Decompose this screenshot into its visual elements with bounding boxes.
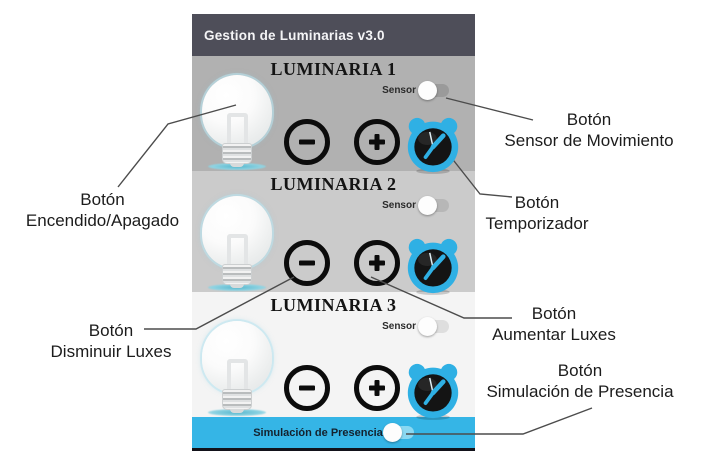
bulb-tip — [230, 163, 244, 167]
sensor-label: Sensor — [382, 85, 416, 96]
sensor-label: Sensor — [382, 200, 416, 211]
minus-icon — [299, 385, 315, 391]
power-toggle-button-1[interactable] — [200, 75, 274, 170]
bulb-screw-base — [222, 264, 252, 285]
minus-icon — [299, 139, 315, 145]
callout-aumentar-luxes: Botón Aumentar Luxes — [492, 304, 616, 344]
luminaria-3-title: LUMINARIA 3 — [270, 295, 397, 315]
luminaria-3-section: LUMINARIA 3 Sensor — [192, 292, 475, 420]
luminaria-2-title: LUMINARIA 2 — [270, 174, 397, 194]
luminaria-1-section: LUMINARIA 1 Sensor — [192, 56, 475, 174]
lux-controls-1 — [284, 119, 400, 165]
luminaria-1-title: LUMINARIA 1 — [270, 59, 397, 79]
sensor-row-1: Sensor — [382, 81, 449, 100]
callout-temporizador: Botón Temporizador — [485, 193, 589, 233]
decrease-lux-button-2[interactable] — [284, 240, 330, 286]
power-toggle-button-2[interactable] — [200, 196, 274, 291]
app-header: Gestion de Luminarias v3.0 — [192, 14, 475, 56]
callout-simulacion-presencia: Botón Simulación de Presencia — [486, 361, 674, 401]
callout-disminuir-luxes: Botón Disminuir Luxes — [50, 321, 172, 361]
bulb-screw-base — [222, 143, 252, 164]
motion-sensor-toggle-1[interactable] — [418, 81, 449, 100]
alarm-clock-icon — [407, 238, 459, 295]
bulb-screw-base — [222, 389, 252, 410]
lux-controls-3 — [284, 365, 400, 411]
app-title: Gestion de Luminarias v3.0 — [204, 27, 385, 43]
presence-simulation-label: Simulación de Presencia — [253, 426, 383, 439]
sensor-label: Sensor — [382, 321, 416, 332]
timer-button-1[interactable] — [405, 115, 461, 175]
app-window: Gestion de Luminarias v3.0 LUMINARIA 1 S… — [192, 14, 475, 451]
sensor-row-2: Sensor — [382, 196, 449, 215]
bulb-tip — [230, 409, 244, 413]
sensor-row-3: Sensor — [382, 317, 449, 336]
decrease-lux-button-1[interactable] — [284, 119, 330, 165]
alarm-clock-icon — [407, 363, 459, 420]
toggle-switch-thumb — [418, 317, 437, 336]
bulb-tip — [230, 284, 244, 288]
power-toggle-button-3[interactable] — [200, 321, 274, 416]
toggle-switch-thumb — [382, 423, 402, 442]
luminaria-2-section: LUMINARIA 2 Sensor — [192, 171, 475, 295]
callout-sensor-movimiento: Botón Sensor de Movimiento — [504, 110, 674, 150]
increase-lux-button-1[interactable] — [354, 119, 400, 165]
motion-sensor-toggle-2[interactable] — [418, 196, 449, 215]
light-bulb-icon — [202, 196, 272, 268]
lux-controls-2 — [284, 240, 400, 286]
increase-lux-button-2[interactable] — [354, 240, 400, 286]
toggle-switch-thumb — [418, 196, 437, 215]
light-bulb-icon — [202, 321, 272, 393]
presence-simulation-bar: Simulación de Presencia — [192, 417, 475, 451]
decrease-lux-button-3[interactable] — [284, 365, 330, 411]
alarm-clock-icon — [407, 117, 459, 174]
motion-sensor-toggle-3[interactable] — [418, 317, 449, 336]
toggle-switch-thumb — [418, 81, 437, 100]
increase-lux-button-3[interactable] — [354, 365, 400, 411]
timer-button-2[interactable] — [405, 236, 461, 296]
presence-simulation-toggle[interactable] — [382, 423, 414, 442]
callout-encendido-apagado: Botón Encendido/Apagado — [25, 190, 180, 230]
timer-button-3[interactable] — [405, 361, 461, 421]
minus-icon — [299, 260, 315, 266]
